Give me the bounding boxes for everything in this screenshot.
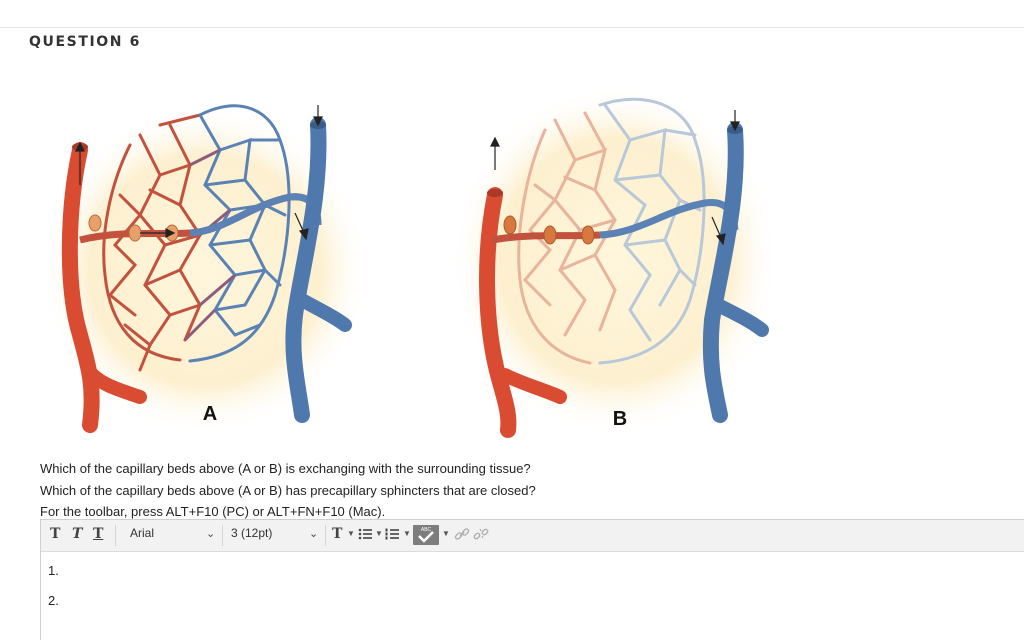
spellcheck-dropdown[interactable]: ▼ <box>442 529 450 538</box>
spellcheck-icon[interactable]: ABC <box>413 525 439 550</box>
font-family-select[interactable]: Arial ⌄ <box>130 526 220 545</box>
font-size-value: 3 (12pt) <box>231 526 273 540</box>
numbered-list-dropdown[interactable]: ▼ <box>403 529 411 538</box>
numbered-list-icon[interactable] <box>385 527 399 546</box>
capillary-bed-figure: A <box>40 85 780 445</box>
toolbar-hint: For the toolbar, press ALT+F10 (PC) or A… <box>40 504 386 519</box>
editor-content[interactable]: 1. 2. <box>41 552 1024 640</box>
chevron-down-icon: ⌄ <box>206 528 216 540</box>
chevron-down-icon: ⌄ <box>309 528 319 540</box>
editor-toolbar: T T T Arial ⌄ 3 (12pt) ⌄ T ▼ ▼ <box>41 520 1024 552</box>
link-icon[interactable] <box>454 527 470 546</box>
font-family-value: Arial <box>130 526 155 540</box>
label-a: A <box>203 403 217 425</box>
toolbar-separator <box>115 525 116 546</box>
answer-line-2[interactable]: 2. <box>48 593 59 608</box>
top-divider <box>0 27 1024 28</box>
unlink-icon[interactable] <box>473 527 489 546</box>
label-b: B <box>613 408 627 430</box>
spellcheck-label: ABC <box>421 527 432 533</box>
font-size-select[interactable]: 3 (12pt) ⌄ <box>231 526 323 545</box>
toolbar-separator <box>325 525 326 546</box>
toolbar-separator <box>222 525 223 546</box>
capillary-bed-b: B <box>450 85 780 438</box>
text-color-icon[interactable]: T <box>332 526 343 542</box>
bold-icon[interactable]: T <box>50 526 61 542</box>
capillary-bed-a: A <box>40 104 370 435</box>
bullet-list-icon[interactable] <box>358 527 372 546</box>
text-color-dropdown[interactable]: ▼ <box>347 529 355 538</box>
underline-icon[interactable]: T <box>93 526 104 542</box>
question-line-1: Which of the capillary beds above (A or … <box>40 461 531 476</box>
bullet-list-dropdown[interactable]: ▼ <box>375 529 383 538</box>
italic-icon[interactable]: T <box>72 526 83 542</box>
answer-editor: T T T Arial ⌄ 3 (12pt) ⌄ T ▼ ▼ <box>40 519 1024 640</box>
question-line-2: Which of the capillary beds above (A or … <box>40 483 536 498</box>
answer-line-1[interactable]: 1. <box>48 563 59 578</box>
question-title: QUESTION 6 <box>29 34 141 50</box>
